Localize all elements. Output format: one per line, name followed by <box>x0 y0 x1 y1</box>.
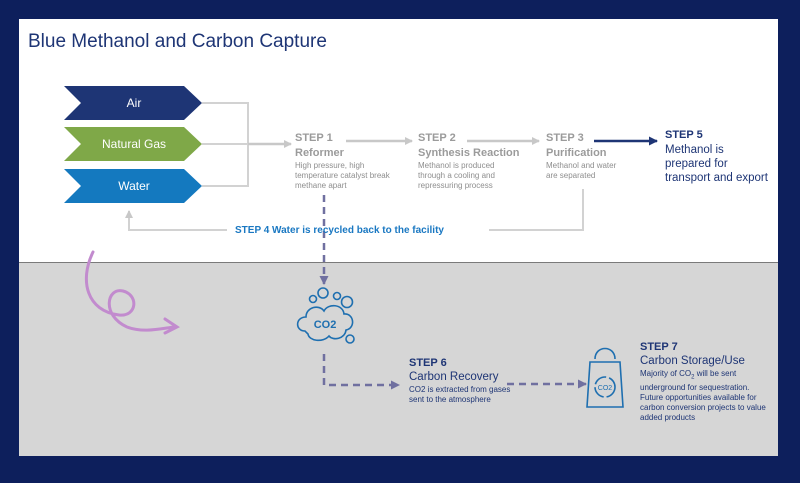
step7-block: STEP 7 Carbon Storage/Use Majority of CO… <box>640 341 772 423</box>
step2-desc: Methanol is produced through a cooling a… <box>418 161 495 190</box>
input-label-air: Air <box>126 96 142 110</box>
co2-cloud-icon: CO2 <box>296 287 355 344</box>
step4-text: STEP 4 Water is recycled back to the fac… <box>235 225 444 236</box>
carbon-capture-band <box>19 262 778 456</box>
step3-desc: Methanol and water are separated <box>546 161 617 180</box>
input-label-natural-gas: Natural Gas <box>101 137 167 151</box>
step6-block: STEP 6 Carbon Recovery CO2 is extracted … <box>409 357 513 405</box>
step3-label: STEP 3 <box>546 132 584 144</box>
step5-desc: Methanol is prepared for transport and e… <box>665 144 768 184</box>
step7-name: Carbon Storage/Use <box>640 355 745 367</box>
step6-label: STEP 6 <box>409 357 447 369</box>
step1-desc: High pressure, high temperature catalyst… <box>295 161 390 190</box>
co2-storage-bag-icon: CO2 <box>586 347 624 408</box>
recycle-loop-right <box>489 189 584 231</box>
step7-label: STEP 7 <box>640 341 678 353</box>
recycle-loop-left <box>125 210 227 231</box>
diagram-canvas: CO2 CO2 Blue Methanol and Carbon Capture… <box>19 19 778 456</box>
water-chevron <box>64 169 202 203</box>
svg-text:CO2: CO2 <box>598 385 613 392</box>
dashed-co2-to-recovery <box>322 354 400 390</box>
svg-text:CO2: CO2 <box>314 319 337 331</box>
step5-block: STEP 5 Methanol is prepared for transpor… <box>665 129 773 185</box>
step7-desc: Majority of CO2 will be sent underground… <box>640 369 772 423</box>
step6-desc: CO2 is extracted from gases sent to the … <box>409 385 511 404</box>
step7-desc-a: Majority of CO <box>640 369 692 378</box>
step7-desc-sub: 2 <box>691 374 695 381</box>
step7-desc-b: will be sent underground for sequestrati… <box>640 369 766 422</box>
input-label-water: Water <box>118 179 150 193</box>
step3-name: Purification <box>546 147 607 159</box>
curly-arrow-icon <box>84 250 180 335</box>
natural-gas-chevron <box>64 127 202 161</box>
step1-label: STEP 1 <box>295 132 333 144</box>
flow-graphics: CO2 CO2 <box>64 86 658 408</box>
step1-block: STEP 1 Reformer High pressure, high temp… <box>295 132 391 191</box>
step5-label: STEP 5 <box>665 129 703 141</box>
step2-block: STEP 2 Synthesis Reaction Methanol is pr… <box>418 132 520 191</box>
step3-block: STEP 3 Purification Methanol and water a… <box>546 132 622 181</box>
air-chevron <box>64 86 202 120</box>
page-title: Blue Methanol and Carbon Capture <box>28 31 327 52</box>
step6-name: Carbon Recovery <box>409 371 499 383</box>
step2-name: Synthesis Reaction <box>418 147 520 159</box>
step1-name: Reformer <box>295 147 344 159</box>
step2-label: STEP 2 <box>418 132 456 144</box>
